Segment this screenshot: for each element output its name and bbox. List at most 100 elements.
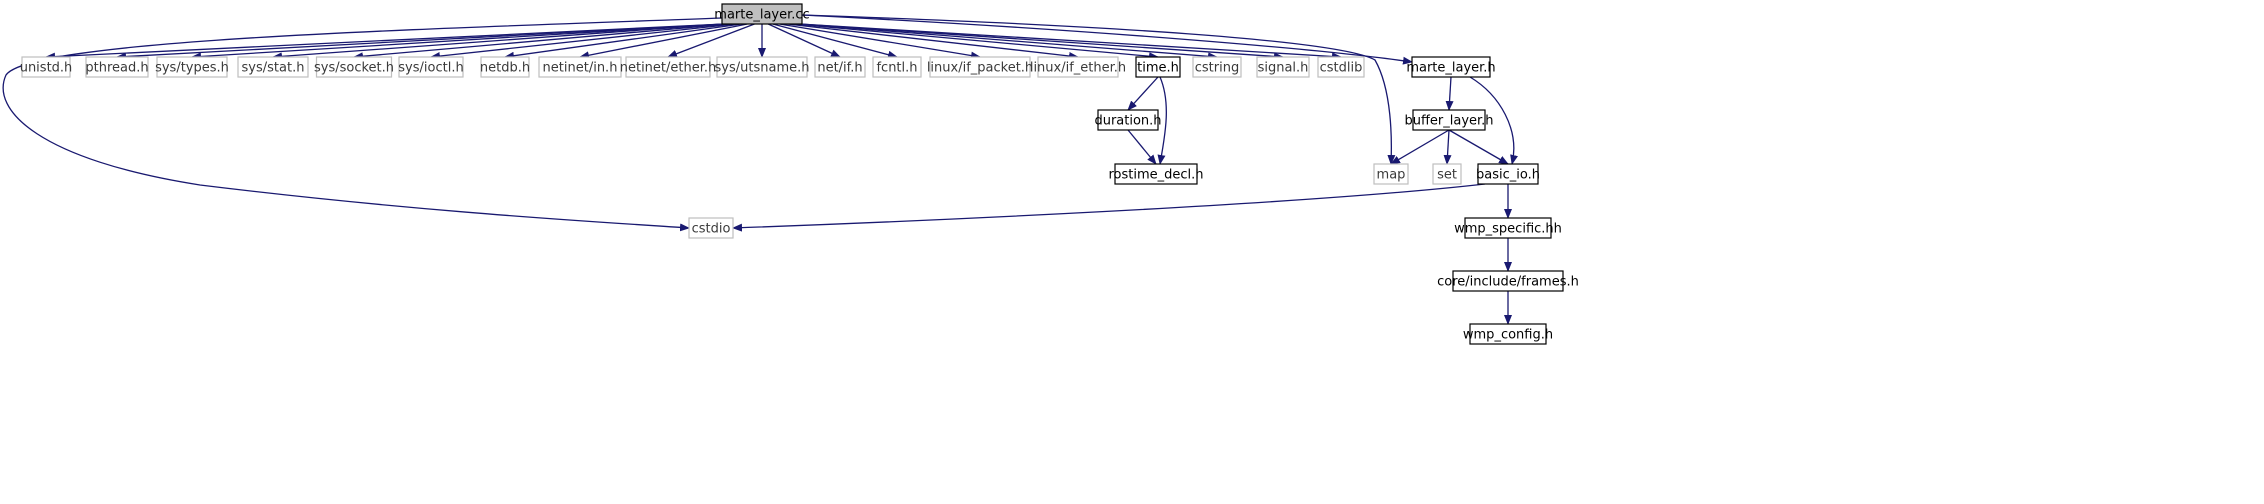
node-sys-ioctl-h: sys/ioctl.h [398, 56, 464, 78]
node-label: net/if.h [817, 61, 862, 76]
node-label: sys/types.h [155, 61, 229, 76]
node-label: cstdio [692, 222, 731, 237]
node-time-h[interactable]: time.h [1135, 56, 1181, 78]
node-wmp-specific-hh[interactable]: wmp_specific.hh [1454, 217, 1562, 239]
node-box [872, 56, 922, 78]
node-box [315, 56, 393, 78]
node-label: fcntl.h [876, 61, 917, 76]
node-label: wmp_config.h [1463, 328, 1553, 343]
node-label: sys/ioctl.h [398, 61, 463, 76]
node-box [929, 56, 1031, 78]
node-box [688, 217, 734, 239]
node-label: cstring [1195, 61, 1239, 76]
node-sys-types-h: sys/types.h [155, 56, 229, 78]
node-label: buffer_layer.h [1404, 114, 1493, 129]
node-box [1373, 163, 1409, 185]
node-label: netinet/in.h [543, 61, 618, 76]
node-box [1469, 323, 1547, 345]
edge-marte-layer-cc-to-fcntl-h [772, 23, 898, 59]
node-box [1411, 56, 1491, 78]
edge-basic-io-h-to-cstdio [732, 183, 1486, 232]
node-label: linux/if_ether.h [1030, 61, 1126, 76]
node-duration-h[interactable]: duration.h [1094, 109, 1162, 131]
node-map: map [1373, 163, 1409, 185]
node-box [156, 56, 228, 78]
edge-marte-layer-cc-to-time-h [793, 23, 1159, 61]
node-box [1097, 109, 1159, 131]
node-label: netinet/ether.h [620, 61, 717, 76]
node-marte-layer-cc: marte_layer.cc [714, 3, 810, 25]
node-cstdio: cstdio [688, 217, 734, 239]
node-box [1432, 163, 1462, 185]
node-box [716, 56, 808, 78]
node-box [1135, 56, 1181, 78]
edge-marte-layer-cc-to-cstring [798, 23, 1218, 61]
nodes-layer: marte_layer.cc unistd.h pthread.h sys/types… [20, 3, 1579, 345]
edge-buffer-layer-h-to-set [1443, 129, 1452, 165]
edge-time-h-to-duration-h [1127, 76, 1159, 111]
node-fcntl-h: fcntl.h [872, 56, 922, 78]
edge-marte-layer-cc-to-marte-layer-h [801, 14, 1413, 65]
node-label: linux/if_packet.h [927, 61, 1033, 76]
node-netdb-h: netdb.h [480, 56, 530, 78]
edges-layer [2, 14, 1518, 325]
node-box [814, 56, 866, 78]
node-box [1317, 56, 1365, 78]
edge-marte-layer-cc-to-sys-ioctl-h [430, 23, 736, 61]
node-linux-if-ether-h: linux/if_ether.h [1030, 56, 1126, 78]
edge-marte-layer-cc-to-pthread-h [116, 23, 725, 61]
node-cstring: cstring [1192, 56, 1242, 78]
node-buffer-layer-h[interactable]: buffer_layer.h [1404, 109, 1494, 131]
node-marte-layer-h[interactable]: marte_layer.h [1406, 56, 1496, 78]
node-label: rostime_decl.h [1108, 168, 1203, 183]
edge-duration-h-to-rostime-decl-h [1127, 129, 1157, 165]
edge-marte-layer-cc-to-linux-if-ether-h [787, 23, 1079, 60]
node-label: wmp_specific.hh [1454, 222, 1562, 237]
node-box [538, 56, 622, 78]
edge-marte-layer-cc-to-linux-if-packet-h [779, 23, 981, 60]
node-label: marte_layer.cc [714, 8, 809, 23]
node-basic-io-h[interactable]: basic_io.h [1476, 163, 1540, 185]
edge-marte-layer-cc-to-sys-types-h [191, 23, 725, 61]
node-label: signal.h [1258, 61, 1309, 76]
node-label: marte_layer.h [1406, 61, 1495, 76]
edge-marte-layer-h-to-basic-io-h [1469, 76, 1518, 165]
node-box [625, 56, 711, 78]
node-label: core/include/frames.h [1437, 275, 1579, 290]
node-box [1256, 56, 1310, 78]
node-unistd-h: unistd.h [20, 56, 73, 78]
node-sys-utsname-h: sys/utsname.h [715, 56, 810, 78]
node-core-include-frames-h[interactable]: core/include/frames.h [1437, 270, 1579, 292]
node-box [1452, 270, 1564, 292]
node-cstdlib: cstdlib [1317, 56, 1365, 78]
node-netinet-ether-h: netinet/ether.h [620, 56, 717, 78]
edge-buffer-layer-h-to-basic-io-h [1448, 129, 1509, 165]
node-rostime-decl-h[interactable]: rostime_decl.h [1108, 163, 1204, 185]
node-box [1114, 163, 1198, 185]
node-signal-h: signal.h [1256, 56, 1310, 78]
node-net-if-h: net/if.h [814, 56, 866, 78]
node-box [1192, 56, 1242, 78]
edge-marte-layer-cc-to-map [801, 14, 1396, 165]
node-label: sys/utsname.h [715, 61, 810, 76]
edge-marte-layer-cc-to-net-if-h [767, 23, 841, 58]
node-box [1412, 109, 1486, 131]
node-netinet-in-h: netinet/in.h [538, 56, 622, 78]
node-box [1477, 163, 1539, 185]
node-label: time.h [1137, 61, 1179, 76]
node-label: unistd.h [20, 61, 73, 76]
node-wmp-config-h[interactable]: wmp_config.h [1463, 323, 1553, 345]
edge-marte-layer-cc-to-netinet-ether-h [667, 23, 755, 58]
node-box [1037, 56, 1119, 78]
node-box [1464, 217, 1552, 239]
edge-marte-layer-cc-to-cstdio [2, 17, 723, 232]
node-label: sys/stat.h [242, 61, 305, 76]
edge-marte-layer-cc-to-netdb-h [504, 23, 742, 60]
node-box [21, 56, 71, 78]
node-box [398, 56, 464, 78]
node-box [237, 56, 309, 78]
node-pthread-h: pthread.h [85, 56, 149, 78]
node-box [85, 56, 149, 78]
edge-marte-layer-h-to-buffer-layer-h [1445, 76, 1454, 111]
